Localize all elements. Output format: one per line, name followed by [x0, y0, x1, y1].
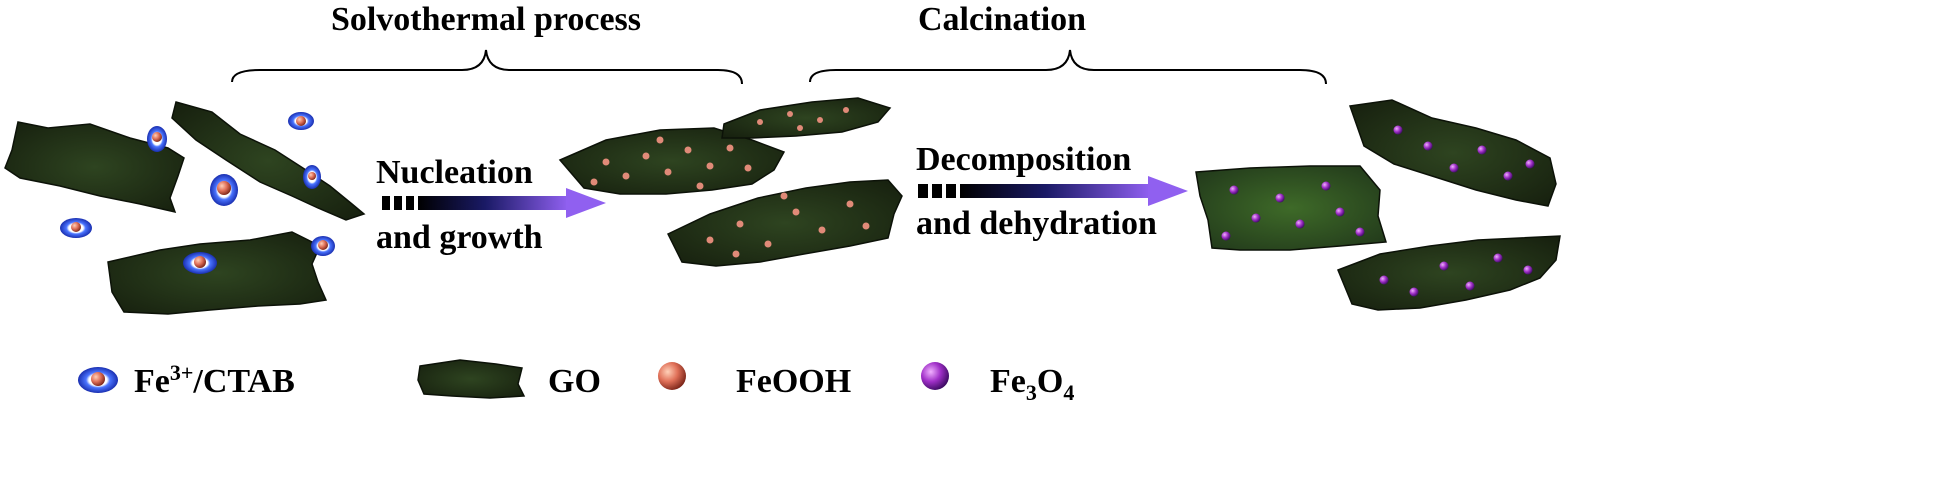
stage1-title: Solvothermal process [331, 1, 641, 38]
legend-feooh-icon [658, 362, 686, 390]
fe-ctab-particles [60, 112, 335, 274]
go-sheet [1337, 235, 1561, 311]
go-sheet [721, 97, 892, 139]
legend-fe-ctab-label: Fe3+/CTAB [134, 360, 295, 400]
go-sheet [1348, 99, 1557, 207]
legend-fe-ctab-icon [78, 367, 118, 393]
legend-feooh-label: FeOOH [736, 363, 851, 400]
arrow-decomposition [918, 176, 1188, 206]
legend-go-icon [417, 359, 526, 399]
stage2-brace [809, 49, 1327, 85]
fe-ctab-particle [60, 218, 92, 238]
fe-ctab-particle [147, 126, 167, 152]
step1-label-line2: and growth [376, 219, 543, 256]
go-sheet [1195, 165, 1387, 251]
fe-ctab-particle [311, 236, 335, 256]
go-sheet [107, 231, 328, 315]
go-sheet [666, 179, 903, 267]
feooh-go-sheets [558, 97, 903, 267]
fe-ctab-particle [303, 165, 321, 189]
legend-fe3o4-icon [921, 362, 949, 390]
fe-ctab-particle [288, 112, 314, 130]
stage2-title: Calcination [918, 1, 1086, 38]
step2-label-line2: and dehydration [916, 205, 1157, 242]
legend-go-label: GO [548, 363, 601, 400]
go-sheet [558, 127, 786, 195]
arrow-nucleation [382, 188, 606, 218]
step1-label-line1: Nucleation [376, 154, 533, 191]
feooh-dots [590, 107, 870, 258]
fe-ctab-particle [183, 252, 217, 274]
fe3o4-go-sheets [1195, 99, 1561, 311]
step2-label-line1: Decomposition [916, 141, 1131, 178]
legend-fe3o4-label: Fe3O4 [990, 363, 1074, 405]
legend: Fe3+/CTAB GO FeOOH Fe3O4 [78, 359, 1074, 405]
go-sheet [4, 121, 185, 214]
go-sheet [171, 101, 366, 221]
fe3o4-dots [1221, 125, 1535, 297]
initial-go-sheets [4, 101, 366, 315]
fe-ctab-particle [210, 174, 238, 206]
stage1-brace [231, 49, 743, 85]
